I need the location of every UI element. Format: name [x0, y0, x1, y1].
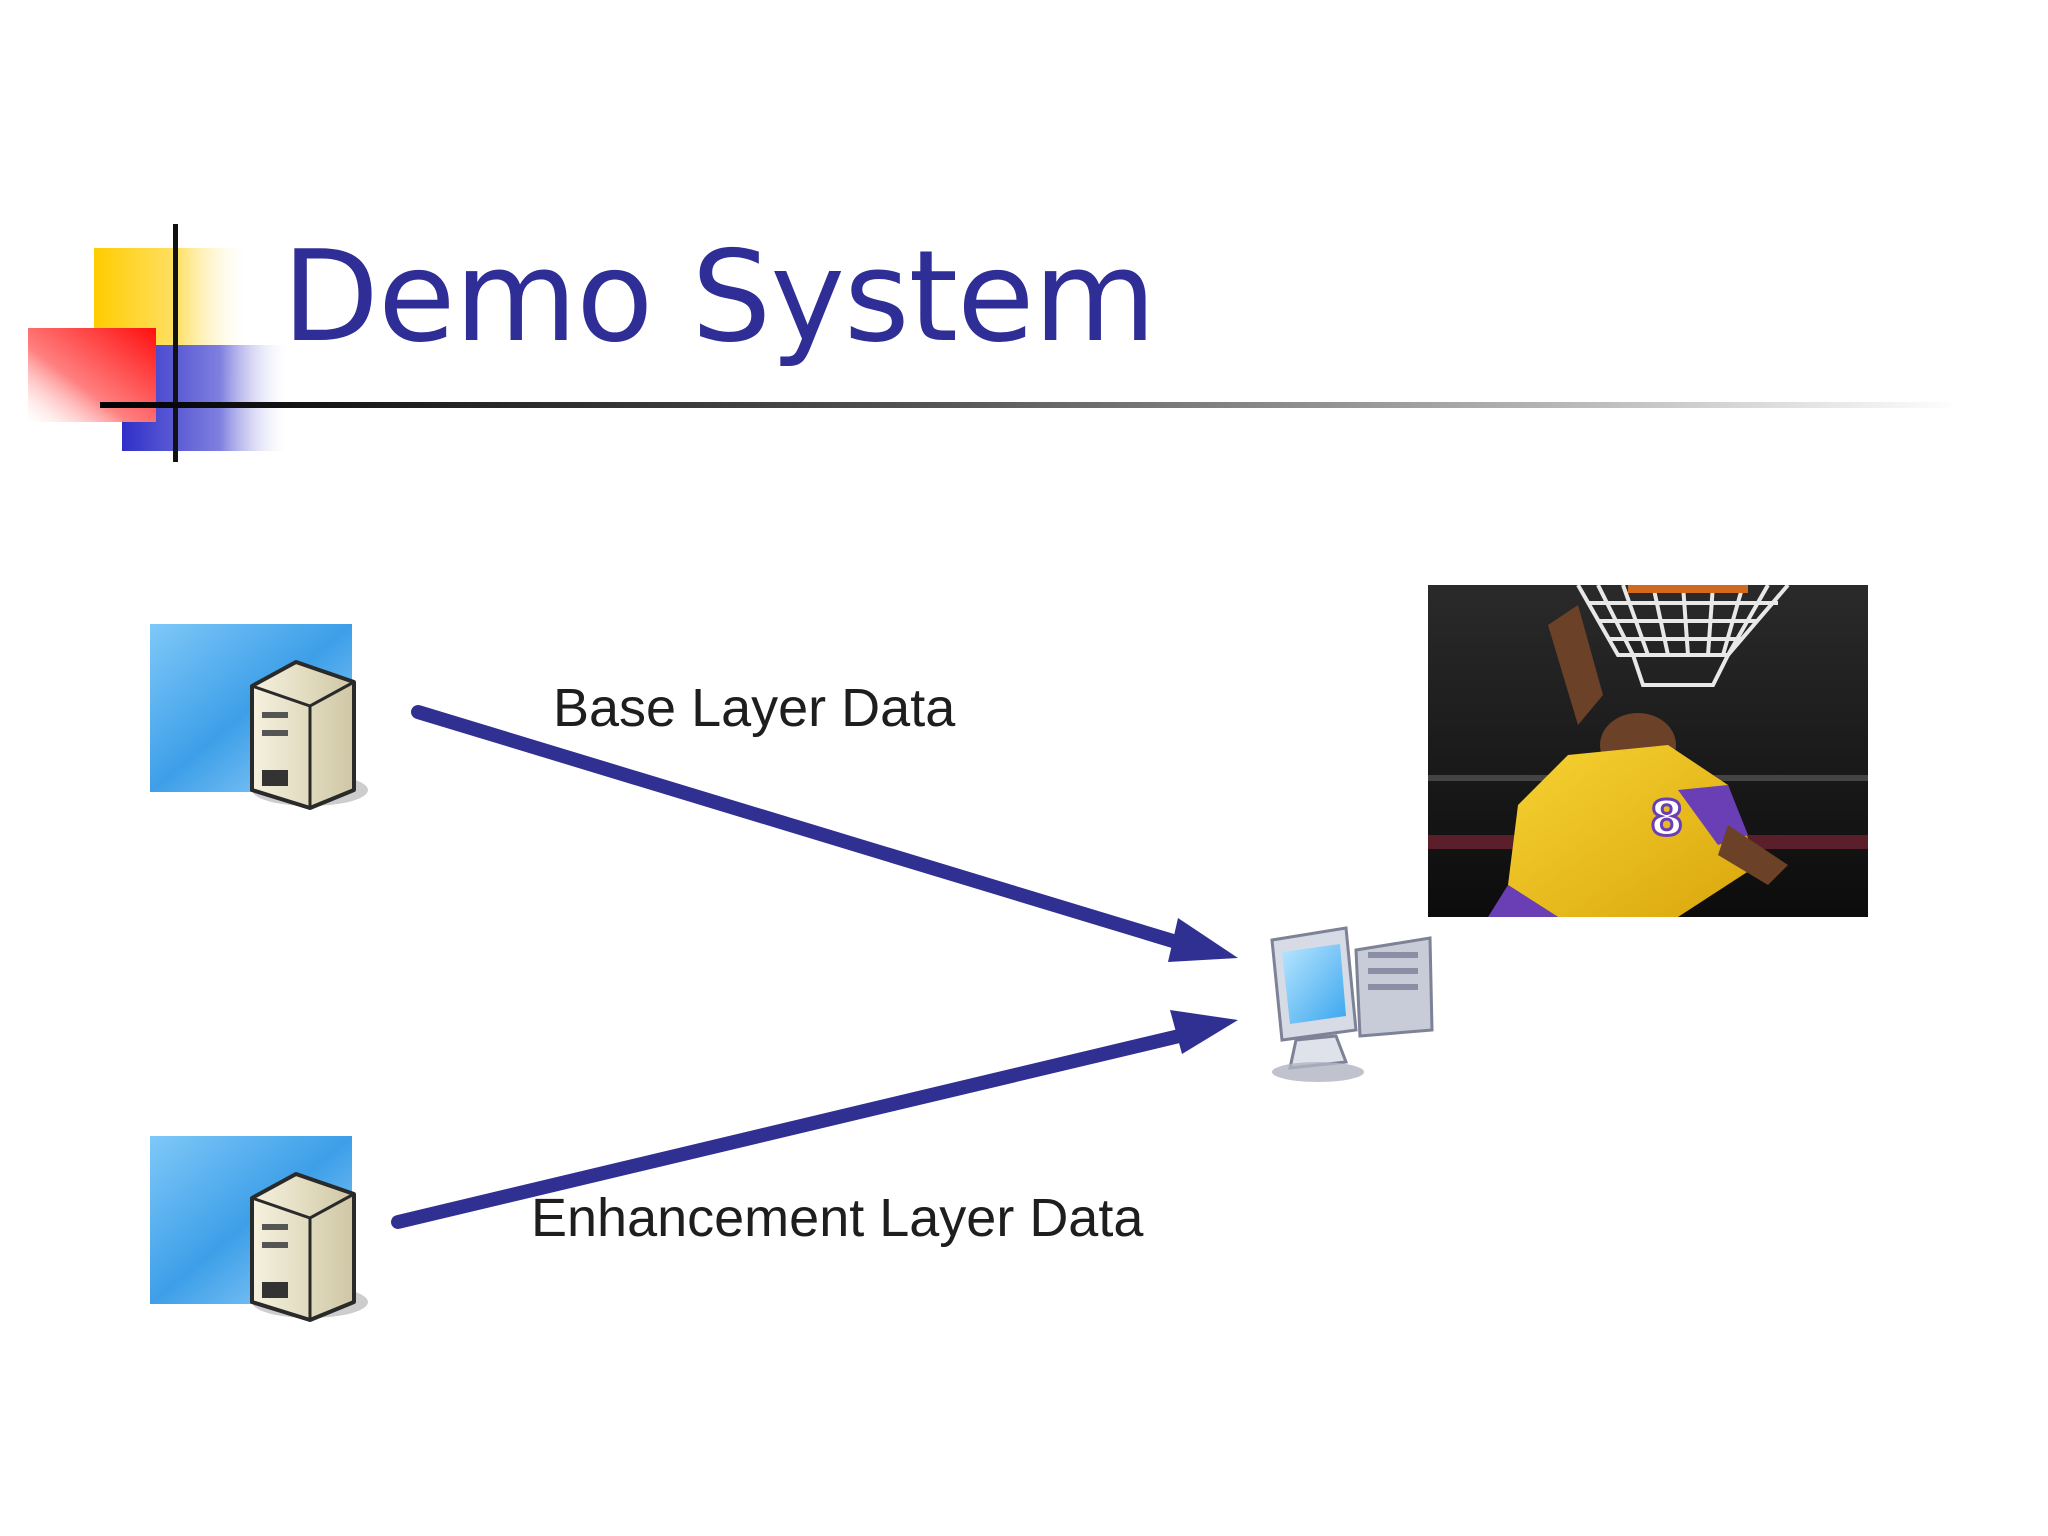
enhancement-layer-arrow: [391, 1010, 1238, 1229]
svg-text:8: 8: [1650, 791, 1683, 847]
base-layer-label: Base Layer Data: [553, 678, 956, 738]
deco-vertical-line: [173, 224, 178, 462]
player-figure: 8: [1488, 605, 1788, 917]
client-computer-icon: [1270, 926, 1434, 1082]
basketball-net-icon: [1576, 585, 1790, 687]
enhancement-layer-label: Enhancement Layer Data: [531, 1188, 1144, 1248]
top-server-icon: [150, 624, 368, 810]
slide-title: Demo System: [282, 223, 1156, 370]
bottom-server-icon: [150, 1136, 368, 1322]
basketball-dunk-photo: 8: [1428, 585, 1868, 917]
title-decoration: [28, 224, 1960, 462]
title-rule: [100, 402, 1960, 408]
base-layer-arrow: [411, 705, 1238, 962]
video-frame-photo: 8: [1428, 585, 1868, 917]
